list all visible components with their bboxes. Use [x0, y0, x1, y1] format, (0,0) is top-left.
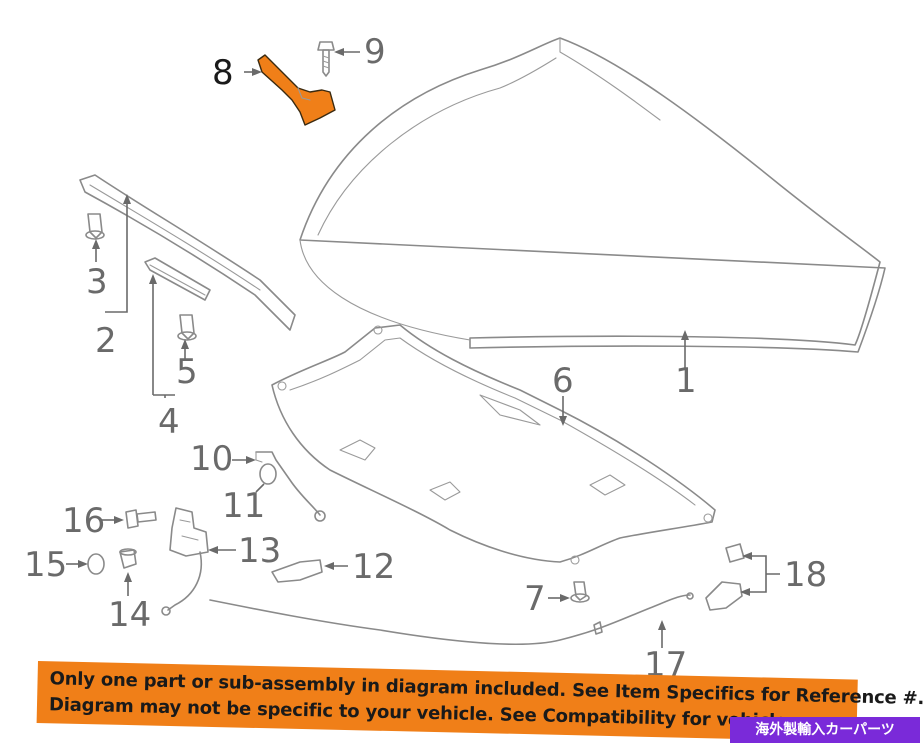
callout-3: 3: [86, 262, 108, 302]
callout-15: 15: [24, 545, 67, 585]
hood-hinge: [257, 54, 336, 126]
clip-7: [570, 581, 590, 603]
callout-10: 10: [190, 439, 233, 479]
callout-5: 5: [176, 352, 198, 392]
callout-4: 4: [158, 402, 180, 442]
callout-12: 12: [352, 547, 395, 587]
seal-strip-lower: [144, 257, 211, 301]
callout-16: 16: [62, 501, 105, 541]
release-handle: [255, 451, 326, 522]
shop-tag: 海外製輸入カーパーツ: [730, 717, 920, 743]
callout-14: 14: [108, 595, 151, 635]
clip-3: [85, 213, 105, 240]
hood-switch: [705, 543, 745, 611]
bolt-9: [317, 41, 335, 77]
callout-1: 1: [675, 361, 697, 401]
bumper-14: [119, 548, 137, 569]
callout-8: 8: [212, 53, 234, 93]
callout-18: 18: [784, 555, 827, 595]
grommet-11: [259, 463, 277, 485]
callout-6: 6: [552, 361, 574, 401]
hood-seal: [79, 174, 296, 331]
hood-panel: [299, 37, 886, 353]
release-cable: [209, 592, 694, 645]
bracket-12: [271, 559, 323, 583]
callout-2: 2: [95, 321, 117, 361]
callout-7: 7: [524, 579, 546, 619]
hood-latch: [161, 507, 209, 616]
bolt-16: [125, 509, 157, 529]
callout-9: 9: [364, 32, 386, 72]
callout-labels: 1 2 3 4 5 6 7 8 9 10 11 12 13 14 15 16 1…: [24, 32, 827, 685]
leader-arrows: [66, 48, 780, 648]
plug-15: [87, 553, 105, 575]
clip-5: [177, 314, 197, 341]
callout-13: 13: [238, 531, 281, 571]
hood-insulator: [271, 324, 716, 565]
callout-11: 11: [222, 486, 265, 526]
